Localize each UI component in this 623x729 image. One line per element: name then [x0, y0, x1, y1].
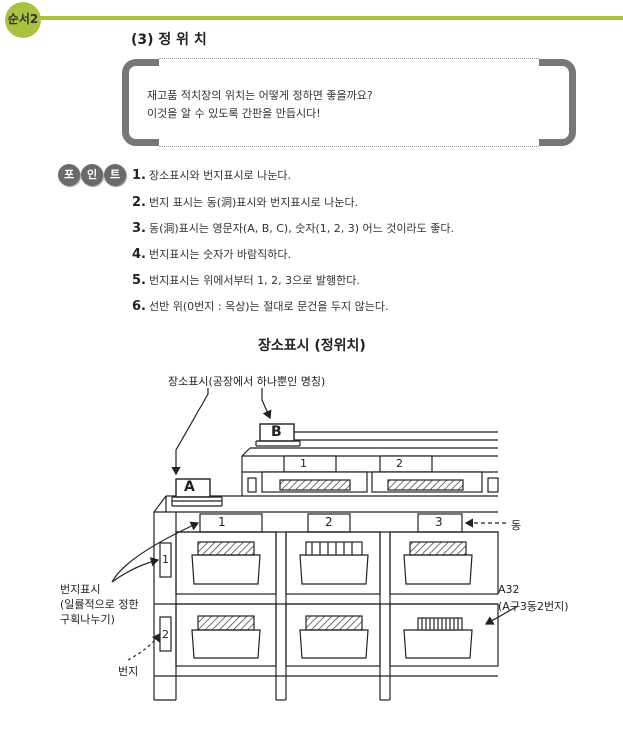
- point-item-4: 4.번지표시는 숫자가 바람직하다.: [132, 246, 291, 262]
- point-num: 1.: [132, 168, 146, 183]
- front-col-2: 2: [325, 515, 333, 529]
- point-text: 번지표시는 숫자가 바람직하다.: [148, 248, 292, 261]
- point-item-5: 5.번지표시는 위에서부터 1, 2, 3으로 발행한다.: [132, 272, 360, 288]
- point-badge-2: 인: [81, 164, 103, 186]
- sign-b-text: B: [271, 424, 282, 440]
- point-text: 선반 위(0번지 : 옥상)는 절대로 문건을 두지 않는다.: [148, 300, 389, 313]
- address-label-3: 구획나누기): [60, 613, 115, 626]
- point-text: 번지 표시는 동(洞)표시와 번지표시로 나눈다.: [148, 196, 359, 209]
- point-text: 장소표시와 번지표시로 나눈다.: [148, 169, 292, 182]
- address-label-2: (일률적으로 정한: [60, 598, 139, 611]
- point-item-6: 6.선반 위(0번지 : 옥상)는 절대로 문건을 두지 않는다.: [132, 298, 389, 314]
- beonji-label: 번지: [118, 665, 139, 678]
- address-label-1: 번지표시: [60, 583, 101, 596]
- point-item-2: 2.번지 표시는 동(洞)표시와 번지표시로 나눈다.: [132, 194, 358, 210]
- front-rack: [153, 495, 499, 701]
- back-col-1: 1: [300, 457, 307, 470]
- question-line-2: 이것을 알 수 있도록 간판을 만듭시다!: [147, 107, 321, 120]
- leader-lines: [111, 388, 519, 661]
- back-rack: [241, 431, 499, 496]
- section-title: (3) 정 위 치: [131, 32, 207, 48]
- question-box: 재고품 적치장의 위치는 어떻게 정하면 좋을까요? 이것을 알 수 있도록 간…: [122, 58, 576, 147]
- a32-label-2: (A구3동2번지): [498, 600, 569, 613]
- point-text: 번지표시는 위에서부터 1, 2, 3으로 발행한다.: [148, 274, 360, 287]
- point-num: 5.: [132, 273, 146, 288]
- point-num: 3.: [132, 221, 146, 236]
- point-num: 4.: [132, 247, 146, 262]
- point-badge-1: 포: [58, 164, 80, 186]
- step-badge: 순서2: [5, 2, 41, 38]
- dong-label: 동: [511, 519, 522, 532]
- row-1-tag: 1: [162, 553, 169, 566]
- front-col-1: 1: [218, 515, 226, 529]
- bins-row-1: [191, 541, 473, 585]
- bins-row-2: [191, 615, 473, 659]
- point-item-1: 1.장소표시와 번지표시로 나눈다.: [132, 167, 291, 183]
- point-num: 2.: [132, 195, 146, 210]
- sign-a-text: A: [184, 479, 195, 495]
- place-label: 장소표시(공장에서 하나뿐인 명칭): [168, 375, 326, 388]
- front-col-3: 3: [435, 515, 443, 529]
- a32-label-1: A32: [498, 583, 520, 596]
- header-rule: [20, 16, 623, 20]
- point-badge-3: 트: [104, 164, 126, 186]
- back-col-2: 2: [396, 457, 403, 470]
- diagram-title: 장소표시 (정위치): [258, 338, 366, 354]
- sign-a: [171, 478, 223, 507]
- sign-b: [255, 423, 301, 447]
- point-num: 6.: [132, 299, 146, 314]
- row-2-tag: 2: [162, 628, 169, 641]
- point-text: 동(洞)표시는 영문자(A, B, C), 숫자(1, 2, 3) 어느 것이라…: [148, 222, 454, 235]
- question-line-1: 재고품 적치장의 위치는 어떻게 정하면 좋을까요?: [147, 89, 373, 102]
- point-item-3: 3.동(洞)표시는 영문자(A, B, C), 숫자(1, 2, 3) 어느 것…: [132, 220, 454, 236]
